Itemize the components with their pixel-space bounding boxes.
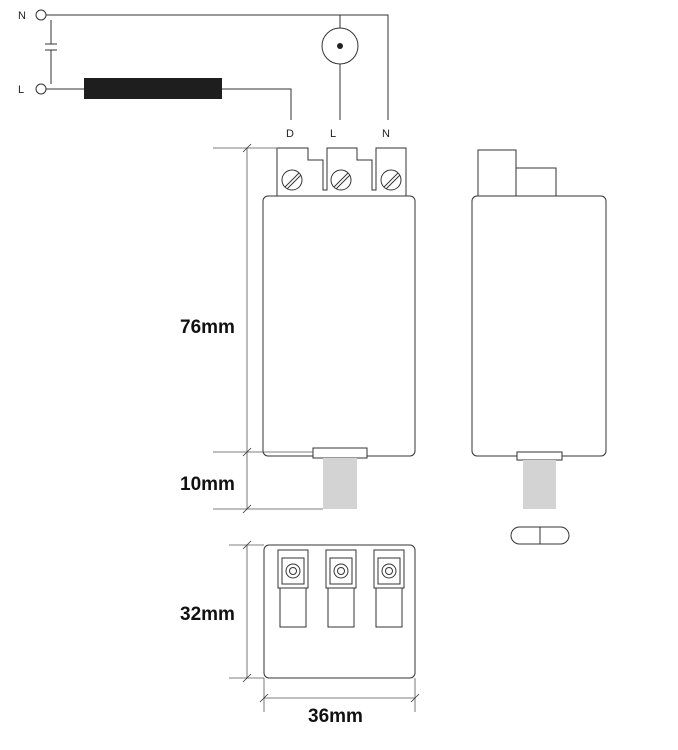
ignitor-body-front bbox=[262, 195, 416, 457]
dimension-depth bbox=[229, 540, 264, 683]
height-body-label: 76mm bbox=[180, 317, 235, 338]
wiring-schematic: N L D L N bbox=[18, 9, 390, 140]
terminal-d-top bbox=[277, 549, 309, 628]
depth-label: 32mm bbox=[180, 604, 235, 625]
height-tab-label: 10mm bbox=[180, 474, 235, 495]
screw-n-icon bbox=[380, 169, 402, 191]
line-n-label: N bbox=[18, 10, 26, 22]
screw-l-icon bbox=[330, 169, 352, 191]
dimension-height-body bbox=[213, 143, 313, 457]
terminal-block-side bbox=[477, 149, 517, 198]
line-wire-b bbox=[222, 88, 292, 120]
side-view bbox=[471, 149, 607, 545]
top-view bbox=[263, 544, 416, 679]
screw-d-icon bbox=[281, 169, 303, 191]
terminal-n-label: N bbox=[382, 128, 390, 140]
lamp-filament-icon bbox=[337, 43, 343, 49]
mounting-tab-front bbox=[312, 447, 368, 459]
dimension-height-tab bbox=[213, 452, 323, 514]
terminal-n-top bbox=[373, 549, 405, 628]
mounting-stud-side bbox=[523, 460, 556, 509]
mounting-stud-front bbox=[323, 458, 357, 509]
width-label: 36mm bbox=[308, 706, 363, 727]
dimension-width bbox=[259, 678, 420, 712]
terminal-l-top bbox=[325, 549, 357, 628]
ignitor-body-side bbox=[471, 195, 607, 457]
terminal-l-label: L bbox=[330, 128, 336, 140]
terminal-n-icon bbox=[35, 9, 47, 21]
front-view bbox=[262, 147, 416, 509]
terminal-d-label: D bbox=[286, 128, 294, 140]
terminal-step-side bbox=[515, 167, 557, 198]
neutral-wire bbox=[46, 14, 389, 120]
mounting-tab-side bbox=[516, 451, 563, 461]
terminal-l-icon bbox=[35, 83, 47, 95]
ballast-choke bbox=[84, 78, 222, 99]
line-l-label: L bbox=[18, 84, 24, 96]
